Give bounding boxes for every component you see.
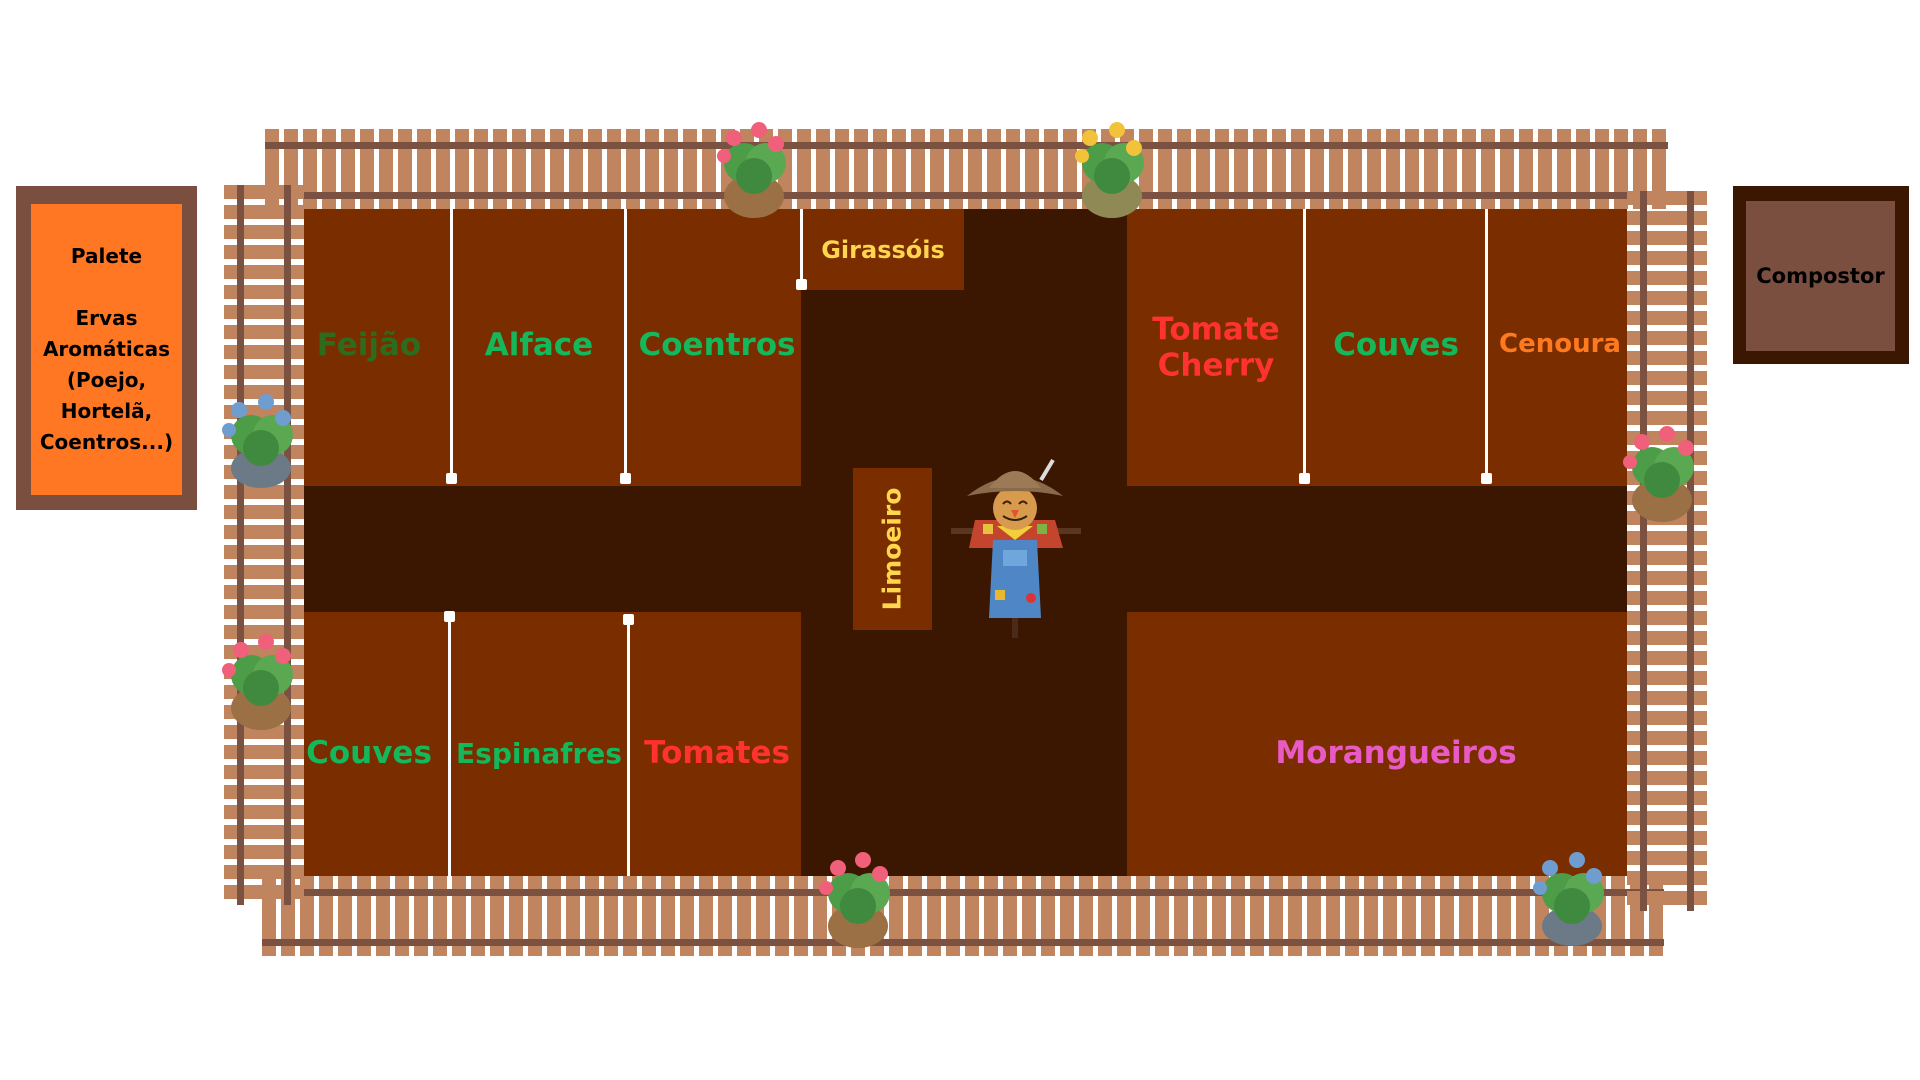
flower-pot-icon [1623,426,1694,522]
bed-divider [1303,209,1306,480]
fence-bottom [262,876,1664,956]
scarecrow-icon [951,458,1081,638]
bed-label-morangueiros: Morangueiros [1275,735,1517,772]
bed-label-coentros: Coentros [638,327,796,364]
divider-post [1299,473,1310,484]
divider-post [446,473,457,484]
palete-inner: Palete Ervas Aromáticas (Poejo, Hortelã,… [31,204,182,495]
bed-label-limoeiro: Limoeiro [877,487,907,611]
limoeiro-bed [853,468,932,630]
bed-label-feijao: Feijão [316,327,422,364]
compostor-box: Compostor [1733,186,1909,364]
bed-label-tomate-cherry: Tomate Cherry [1152,312,1279,383]
flower-pot-icon [819,852,890,948]
flower-pot-icon [222,394,293,488]
tomate-cherry-line1: Tomate [1152,311,1280,348]
flower-pot-icon [1533,852,1604,946]
bed-divider [627,618,630,876]
bed-divider [450,209,453,480]
bed-label-couves-top: Couves [1333,327,1459,364]
flower-pot-icon [717,122,786,218]
bed-label-cenoura: Cenoura [1499,329,1621,360]
bed-label-tomates: Tomates [644,735,790,772]
palete-box: Palete Ervas Aromáticas (Poejo, Hortelã,… [16,186,197,510]
bed-label-girassois: Girassóis [821,236,945,265]
palete-line: Hortelã, [60,399,153,423]
divider-post [623,614,634,625]
bed-label-alface: Alface [484,327,594,364]
girassois-bed [801,209,964,290]
divider-post [796,279,807,290]
palete-title: Palete [70,244,143,268]
bed-label-couves-bottom: Couves [306,735,432,772]
palete-line: (Poejo, [66,368,147,392]
tomate-cherry-line2: Cherry [1157,347,1275,383]
divider-post [444,611,455,622]
divider-post [1481,473,1492,484]
fence-top [265,129,1668,209]
bed-divider [800,209,803,285]
flower-pot-icon [1075,122,1144,218]
flower-pot-icon [222,634,293,730]
fence-left [224,185,304,905]
bed-label-espinafres: Espinafres [456,736,622,770]
bed-divider [448,615,451,876]
fence-right [1627,191,1707,911]
palete-line: Ervas [75,306,138,330]
palete-line: Aromáticas [42,337,171,361]
compostor-label: Compostor [1756,264,1885,288]
bed-divider [624,209,627,480]
palete-line: Coentros...) [39,430,174,454]
bed-divider [1485,209,1488,480]
divider-post [620,473,631,484]
